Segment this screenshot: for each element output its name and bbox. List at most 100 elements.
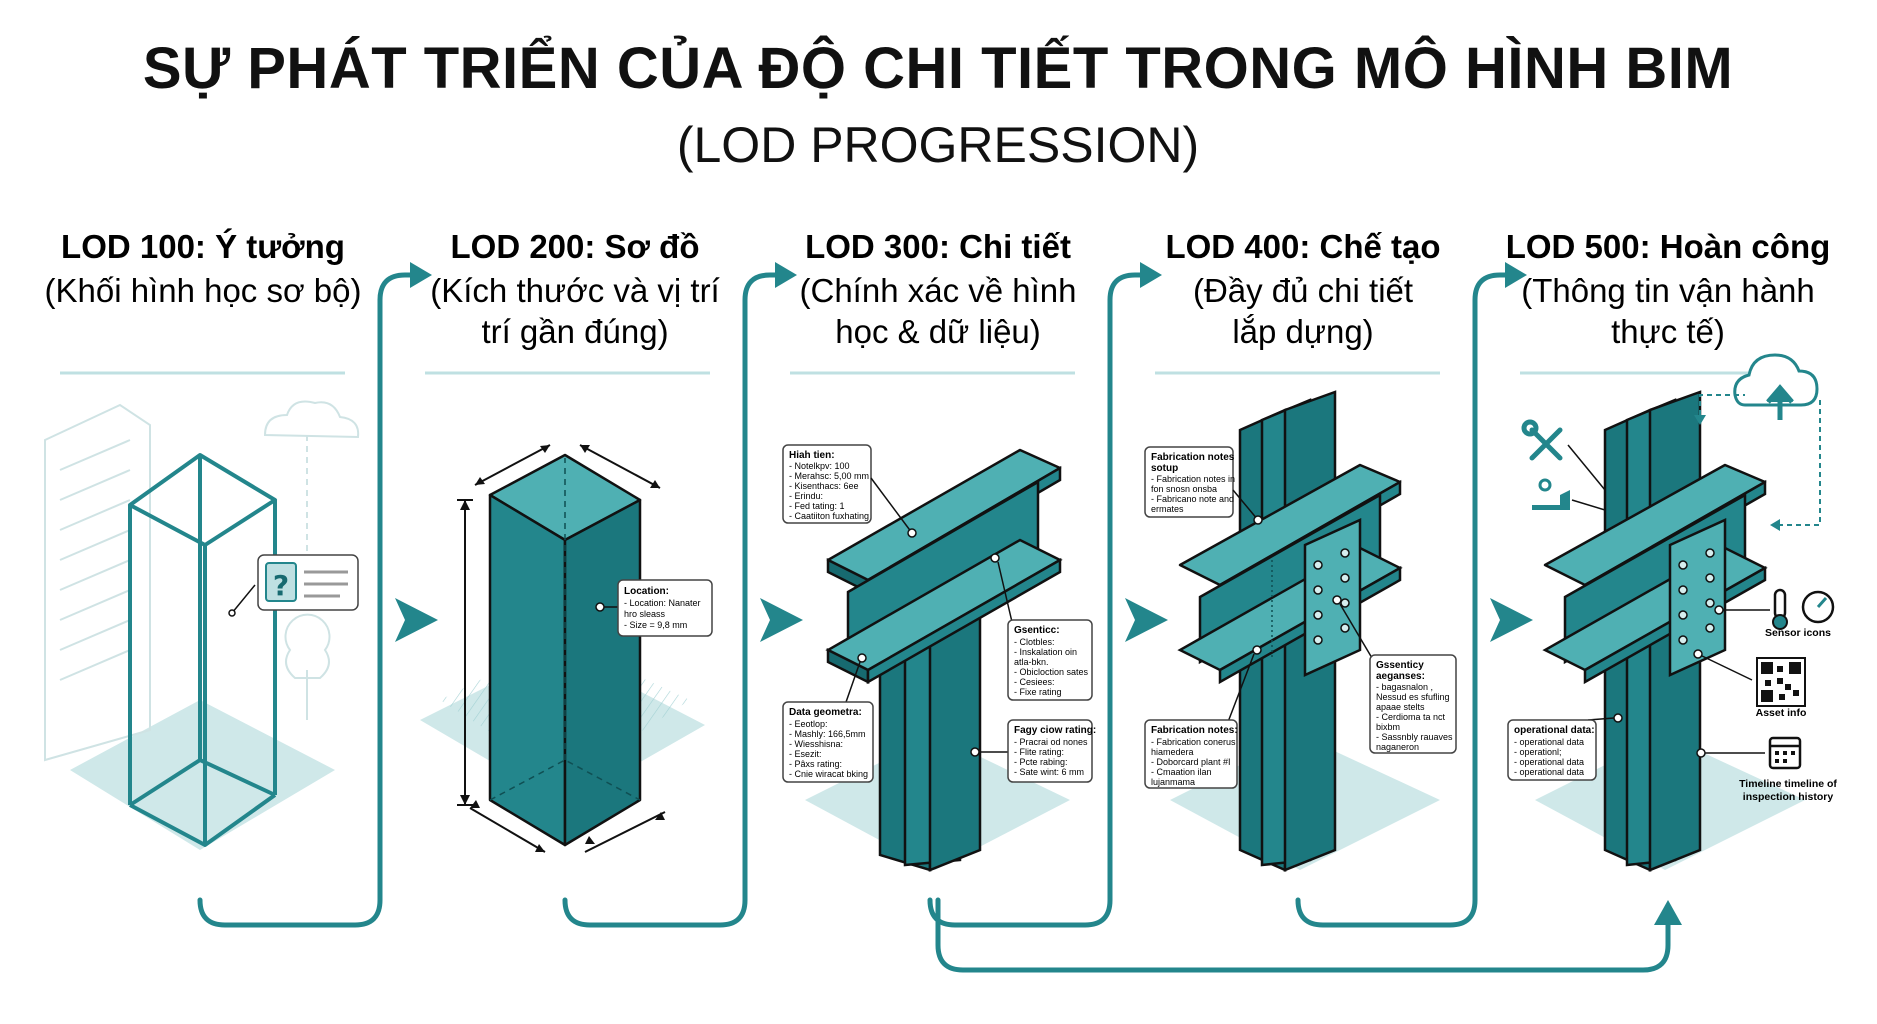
callout-line: - Wiesshisna: — [789, 739, 843, 749]
stage-3-heading: LOD 300: Chi tiết (Chính xác về hình học… — [800, 228, 1077, 350]
connector-1-2 — [197, 272, 413, 928]
arrow-right-icon — [775, 262, 797, 288]
callout-title: Gssenticy — [1376, 660, 1424, 671]
callout-line: - operational data — [1514, 767, 1584, 777]
stage-2-heading: LOD 200: Sơ đồ (Kích thước và vị trí trí… — [430, 228, 719, 350]
callout-line: - operational data — [1514, 757, 1584, 767]
stage-5-illustration: Sensor icons Asset info Timeline timelin… — [1507, 353, 1837, 872]
stage-5-title: LOD 500: Hoàn công — [1506, 228, 1831, 265]
callout-line: - Mashly: 166,5mm — [789, 729, 866, 739]
callout-line: naganeron — [1376, 742, 1419, 752]
connector-3-5 — [935, 897, 1671, 973]
callout-line: - Fixe rating — [1014, 687, 1062, 697]
callout-line: apaae stelts — [1376, 702, 1425, 712]
callout-hiah-tien: Hiah tien: - Notelkpv: 100 - Merahsc: 5,… — [782, 444, 917, 538]
gauge-icon — [1801, 590, 1835, 624]
callout-line: - Obicloction sates — [1014, 667, 1089, 677]
callout-line: - Cmaation ilan — [1151, 767, 1212, 777]
callout-line: - Merahsc: 5,00 mm — [789, 471, 869, 481]
callout-line: - Esezit: — [789, 749, 822, 759]
callout-line: hiamedera — [1151, 747, 1194, 757]
callout-gsenticc: Gsenticc: - Clotbles: - Inskalation oin … — [990, 553, 1093, 701]
callout-line: - Kisenthacs: 6ee — [789, 481, 859, 491]
stage-5-desc-line-2: thực tế) — [1611, 313, 1725, 350]
arrow-up-icon — [1654, 900, 1682, 925]
callout-line: atla-bkn. — [1014, 657, 1049, 667]
callout-fagy-ciow: Fagy ciow rating: - Pracrai od nones - F… — [970, 719, 1096, 783]
unknown-info-callout: ? — [228, 554, 359, 617]
callout-operational-data: operational data: - operational data - o… — [1507, 713, 1623, 781]
stage-2-title: LOD 200: Sơ đồ — [451, 228, 700, 265]
callout-title: Gsenticc: — [1014, 625, 1060, 636]
stage-2-desc-line-1: (Kích thước và vị trí — [430, 272, 719, 309]
callout-data-geometra: Data geometra: - Eeotlop: - Mashly: 166,… — [782, 653, 874, 783]
flow-connectors — [197, 272, 1671, 973]
callout-title: Fabrication notes: — [1151, 725, 1238, 736]
callout-line: - Pracrai od nones — [1014, 737, 1088, 747]
timeline-label-line-2: inspection history — [1743, 791, 1834, 803]
callout-line: - Inskalation oin — [1014, 647, 1077, 657]
callout-line: - Location: Nanater — [624, 598, 701, 608]
callout-line: - Cerdioma ta nct — [1376, 712, 1446, 722]
callout-line: - Fed tating: 1 — [789, 501, 845, 511]
callout-line: - Sassnbly rauaves — [1376, 732, 1453, 742]
callout-line: - Clotbles: — [1014, 637, 1055, 647]
callout-line: - Flite rating: — [1014, 747, 1064, 757]
stage-3-illustration: Hiah tien: - Notelkpv: 100 - Merahsc: 5,… — [782, 444, 1096, 872]
thermometer-icon — [1772, 588, 1788, 630]
stage-3-desc-line-2: học & dữ liệu) — [835, 313, 1041, 350]
wrench-screwdriver-icon — [1521, 419, 1563, 461]
callout-line: - Pcte rabing: — [1014, 757, 1068, 767]
callout-line: fon snosn onsba — [1151, 484, 1217, 494]
callout-fabrication-notes-top: Fabrication notes sotup - Fabrication no… — [1144, 446, 1263, 525]
callout-title: operational data: — [1514, 725, 1595, 736]
callout-line: - operational data — [1514, 737, 1584, 747]
asset-info-label: Asset info — [1756, 707, 1807, 719]
callout-line: - operationl; — [1514, 747, 1562, 757]
callout-line: hro sleass — [624, 609, 666, 619]
stage-4-desc-line-1: (Đầy đủ chi tiết — [1193, 272, 1413, 309]
callout-line: - Size = 9,8 mm — [624, 620, 687, 630]
calendar-icon — [1768, 736, 1802, 770]
callout-title: Hiah tien: — [789, 450, 835, 461]
callout-line: - Erindu: — [789, 491, 823, 501]
stage-4-heading: LOD 400: Chế tạo (Đầy đủ chi tiết lắp dự… — [1165, 228, 1440, 350]
stage-4-title: LOD 400: Chế tạo — [1165, 228, 1440, 265]
stage-4-desc-line-2: lắp dựng) — [1232, 313, 1373, 350]
stage-1-heading: LOD 100: Ý tưởng (Khối hình học sơ bộ) — [45, 228, 362, 309]
callout-line: - Doborcard plant #I — [1151, 757, 1231, 767]
callout-title: Data geometra: — [789, 707, 862, 718]
callout-line: - Fabrication notes in — [1151, 474, 1235, 484]
page-subtitle: (LOD PROGRESSION) — [677, 117, 1199, 173]
callout-fabrication-notes-bottom: Fabrication notes: - Fabrication conerus… — [1144, 645, 1262, 789]
callout-line: - Eeotlop: — [789, 719, 828, 729]
flow-arrows — [395, 262, 1682, 925]
qr-code-icon — [1756, 657, 1806, 707]
stage-1-illustration: ? — [44, 400, 360, 850]
connector-2-3 — [562, 272, 778, 928]
stage-3-title: LOD 300: Chi tiết — [805, 228, 1071, 265]
callout-line: - Notelkpv: 100 — [789, 461, 850, 471]
location-callout: Location: - Location: Nanater hro sleass… — [595, 579, 713, 637]
timeline-label-line-1: Timeline timeline of — [1739, 778, 1837, 790]
callout-line: bixbm — [1376, 722, 1400, 732]
callout-line: - Cesiees: — [1014, 677, 1055, 687]
connector-4-5 — [1295, 272, 1508, 928]
arrow-right-icon — [395, 598, 438, 642]
callout-line: - bagasnalon , — [1376, 682, 1433, 692]
callout-line: aeganses: — [1376, 671, 1425, 682]
question-mark-icon: ? — [273, 569, 289, 602]
stage-1-title: LOD 100: Ý tưởng — [61, 228, 345, 265]
callout-title: Fabrication notes — [1151, 452, 1235, 463]
callout-line: Nessud es sfufling — [1376, 692, 1450, 702]
stage-2-desc-line-2: trí gần đúng) — [481, 313, 668, 350]
sensor-icons-label: Sensor icons — [1765, 627, 1831, 639]
callout-line: - Cnie wiracat bking — [789, 769, 868, 779]
maintenance-icon — [1532, 478, 1570, 510]
callout-line: ermates — [1151, 504, 1184, 514]
callout-line: sotup — [1151, 463, 1178, 474]
stage-3-desc-line-1: (Chính xác về hình — [800, 272, 1077, 309]
stage-1-desc-line-1: (Khối hình học sơ bộ) — [45, 272, 362, 309]
callout-gssenticy: Gssenticy aeganses: - bagasnalon , Nessu… — [1332, 595, 1457, 754]
